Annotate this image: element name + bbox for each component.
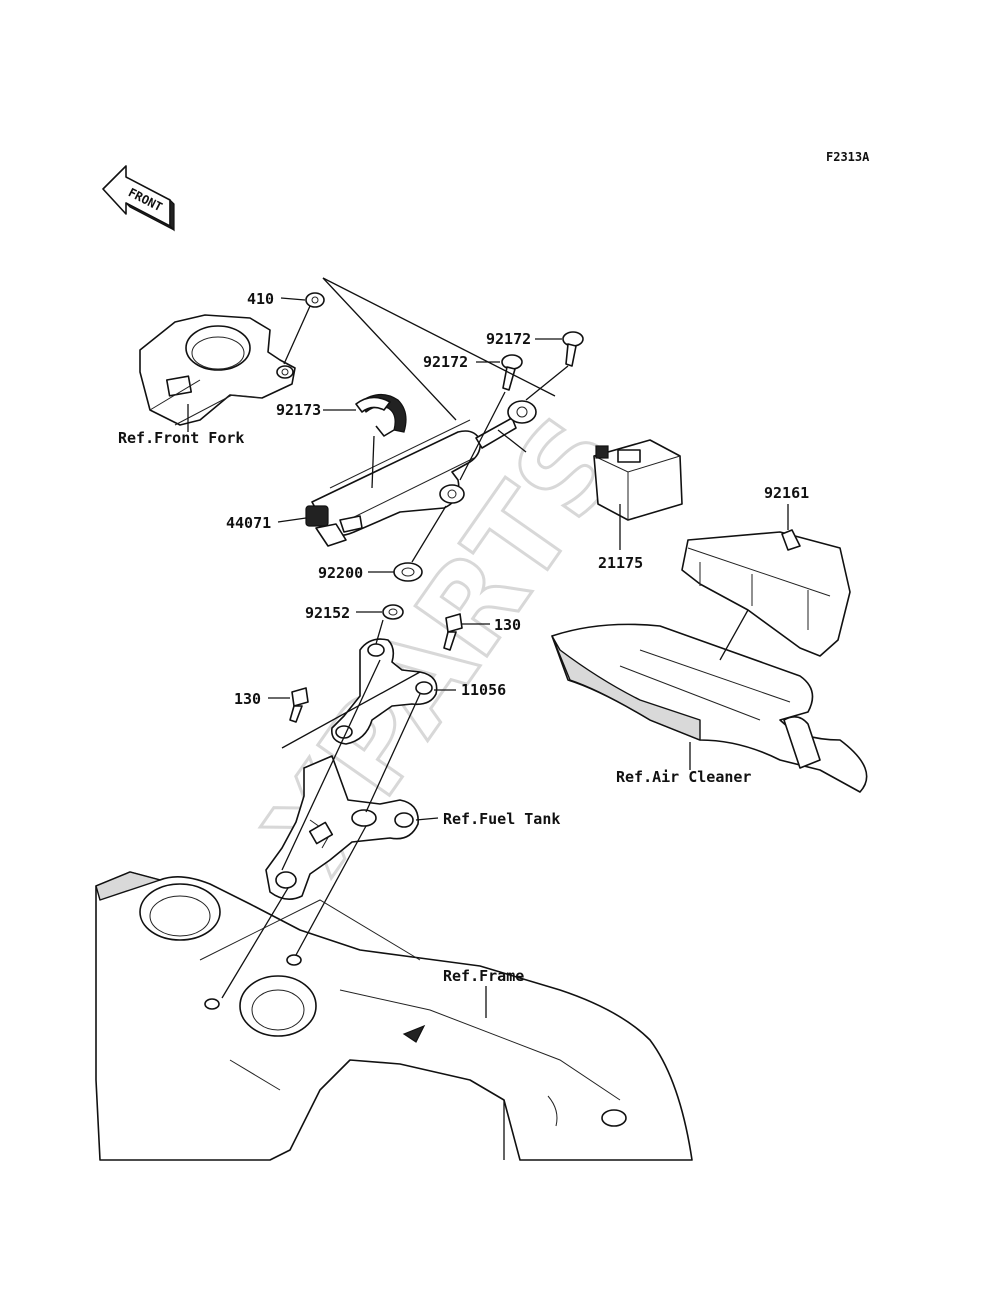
frame [95,871,693,1161]
label-92161: 92161 [764,484,809,502]
bolt-130-left [289,687,309,723]
washer-410 [305,292,325,308]
label-92172-upper: 92172 [486,330,531,348]
front-direction-arrow-icon: FRONT [102,165,175,232]
label-92200: 92200 [318,564,363,582]
washer-92200 [393,562,423,582]
leader-lines [187,277,789,1160]
label-92152: 92152 [305,604,350,622]
front-fork-clamp [139,314,296,426]
label-410: 410 [247,290,274,308]
label-92172-lower: 92172 [423,353,468,371]
bolt-92172-lower [501,354,523,391]
label-44071: 44071 [226,514,271,532]
label-130-right: 130 [494,616,521,634]
label-21175: 21175 [598,554,643,572]
cover-92161 [681,529,851,657]
washer-92152 [382,604,404,620]
label-130-left: 130 [234,690,261,708]
air-cleaner-assembly [551,623,868,793]
ecu-unit-21175 [593,439,683,521]
label-ref-fuel-tank: Ref.Fuel Tank [443,810,560,828]
bolt-92172-upper [562,331,584,367]
steering-damper-44071 [305,400,537,547]
label-ref-air-cleaner: Ref.Air Cleaner [616,768,751,786]
bolt-130-right [443,613,463,651]
diagram-code: F2313A [826,150,870,164]
fuel-tank-bracket [265,755,419,900]
label-11056: 11056 [461,681,506,699]
label-ref-front-fork: Ref.Front Fork [118,429,244,447]
collar-92173 [355,393,407,437]
label-ref-frame: Ref.Frame [443,967,524,985]
label-92173: 92173 [276,401,321,419]
